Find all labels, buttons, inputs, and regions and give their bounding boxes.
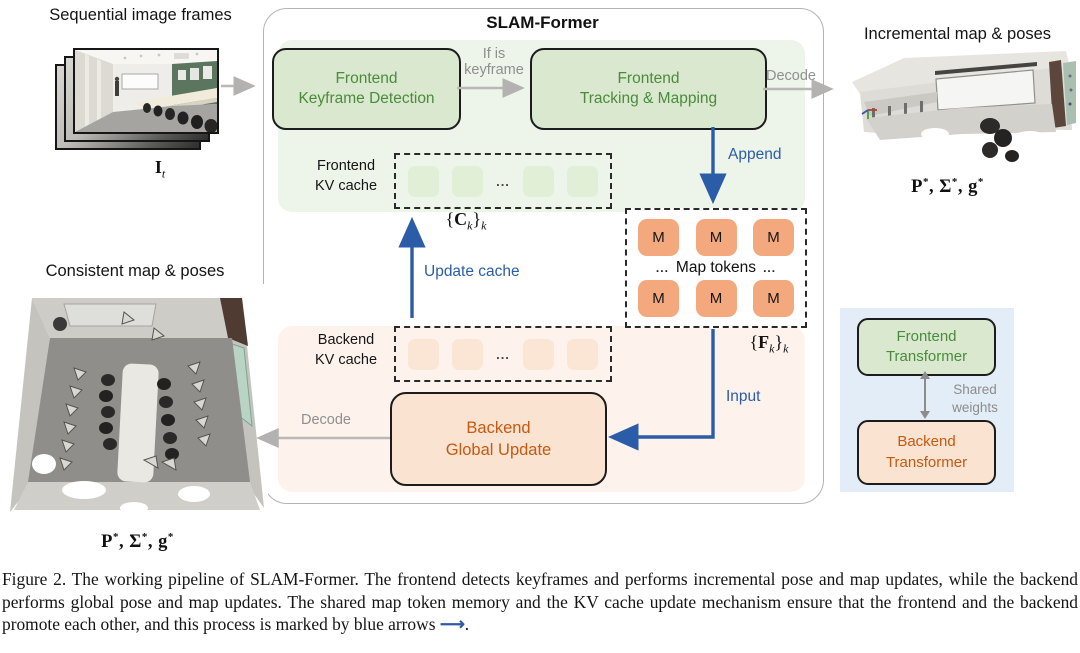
consistent-map-image [4, 284, 268, 530]
input-label: Input [726, 388, 761, 405]
map-token-row: M M M [638, 280, 794, 317]
backend-kv-cache-box: ... [394, 326, 612, 382]
map-token: M [638, 280, 679, 317]
image-frame-front [73, 48, 219, 134]
map-token: M [753, 280, 794, 317]
frontend-kv-ellipsis: ... [496, 173, 510, 189]
update-cache-label: Update cache [424, 263, 520, 280]
map-tokens-symbol: {Fk}k [749, 332, 789, 356]
frontend-kv-token [522, 165, 554, 197]
backend-kv-token [408, 338, 440, 370]
map-tokens-label-row: ... Map tokens ... [638, 259, 794, 277]
legend-frontend-transformer-box: Frontend Transformer [857, 318, 996, 376]
decode-right-label: Decode [766, 68, 816, 84]
backend-kv-cache-label: Backend KV cache [314, 332, 378, 368]
map-token: M [695, 219, 737, 256]
map-tokens-label: Map tokens [675, 259, 757, 276]
frontend-kv-cache-label: Frontend KV cache [314, 158, 378, 194]
map-token: M [638, 219, 679, 256]
backend-kv-token [566, 338, 598, 370]
input-frames-symbol: It [154, 157, 166, 181]
sequential-frames-label: Sequential image frames [49, 6, 232, 24]
incremental-poses-symbols: P*, Σ*, g* [911, 176, 984, 198]
caption-period: . [464, 614, 470, 635]
backend-kv-token [452, 338, 484, 370]
backend-kv-token [522, 338, 554, 370]
frontend-keyframe-detection-box: Frontend Keyframe Detection [272, 48, 461, 130]
frontend-tracking-mapping-box: Frontend Tracking & Mapping [530, 48, 767, 130]
backend-kv-ellipsis: ... [496, 346, 510, 362]
slam-former-title: SLAM-Former [486, 13, 599, 32]
shared-weights-label: Shared weights [952, 382, 998, 416]
decode-left-label: Decode [301, 412, 351, 428]
consistent-poses-symbols: P*, Σ*, g* [101, 531, 174, 553]
map-token: M [695, 280, 737, 317]
meeting-room-photo [75, 50, 217, 132]
map-token-row: M M M [638, 219, 794, 256]
caption-text: Figure 2. The working pipeline of SLAM-F… [2, 569, 1078, 635]
backend-global-update-box: Backend Global Update [390, 392, 607, 486]
map-tokens-ellipsis: ... [655, 261, 669, 275]
map-tokens-box: M M M ... Map tokens ... M M M [625, 208, 807, 328]
append-label: Append [728, 146, 782, 163]
incremental-map-label: Incremental map & poses [863, 25, 1052, 43]
map-token: M [753, 219, 794, 256]
frontend-kv-token [566, 165, 598, 197]
frontend-cache-symbol: {Ck}k [445, 209, 487, 233]
frontend-kv-token [452, 165, 484, 197]
map-tokens-ellipsis: ... [763, 261, 777, 275]
incremental-map-image [840, 46, 1076, 172]
image-frame-stack [55, 48, 220, 153]
frontend-kv-token [408, 165, 440, 197]
frontend-kv-cache-box: ... [394, 153, 612, 209]
if-keyframe-label: If is keyframe [464, 46, 524, 78]
legend-backend-transformer-box: Backend Transformer [857, 420, 996, 485]
caption-blue-arrow-glyph: ⟶ [439, 614, 465, 635]
consistent-map-label: Consistent map & poses [45, 262, 225, 280]
figure-caption: Figure 2. The working pipeline of SLAM-F… [2, 568, 1078, 636]
